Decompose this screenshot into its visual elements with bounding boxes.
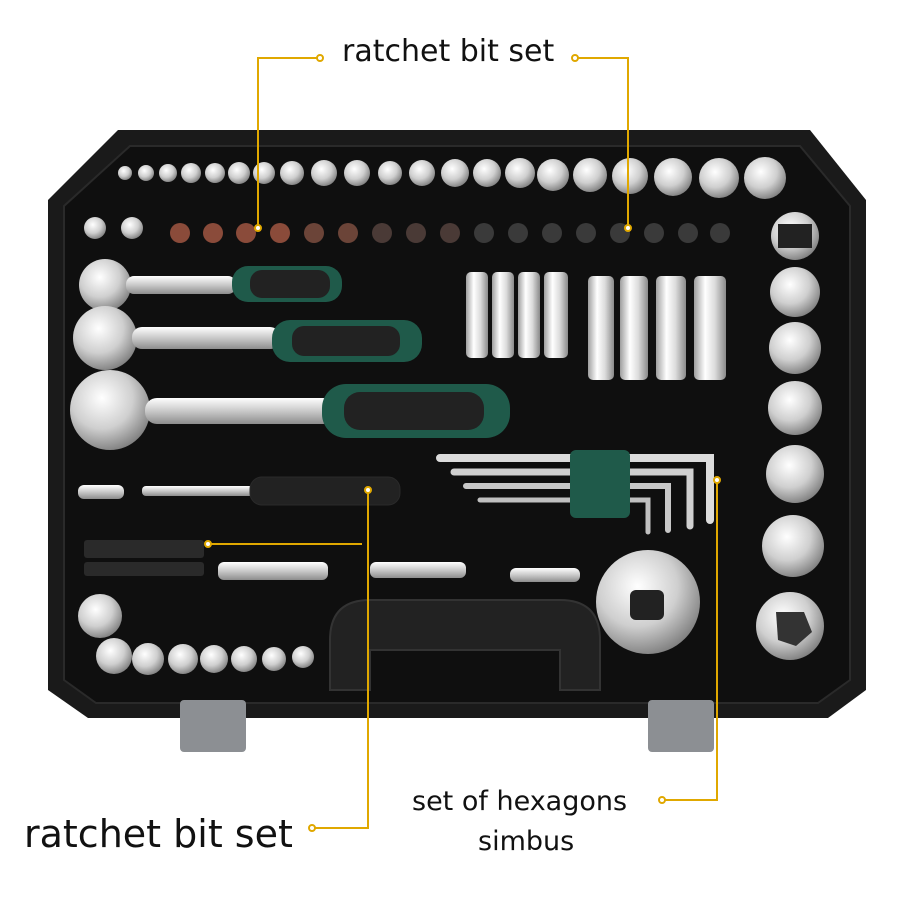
socket-column-right xyxy=(756,212,824,660)
deep-socket-set xyxy=(466,272,726,380)
oil-filter-wrench xyxy=(596,550,700,654)
ratchet-large xyxy=(70,370,510,450)
socket-row-bottom xyxy=(78,594,314,675)
callout-dots xyxy=(204,54,721,832)
callout-label-top: ratchet bit set xyxy=(342,34,555,69)
ratchet-small xyxy=(79,259,342,311)
callout-label-bottom-left: ratchet bit set xyxy=(24,812,293,856)
latch-left xyxy=(180,700,246,752)
callout-label-right-line1: set of hexagons xyxy=(412,786,628,817)
ratchet-medium xyxy=(73,306,422,370)
case-handle xyxy=(329,599,601,691)
socket-row-top xyxy=(118,157,786,199)
callout-label-right-line2: simbus xyxy=(478,826,575,857)
bit-strip xyxy=(84,540,204,576)
latch-right xyxy=(648,700,714,752)
extension-and-joints xyxy=(78,476,580,582)
hex-key-set xyxy=(436,450,714,535)
callouts xyxy=(208,57,718,829)
socket-row-bit xyxy=(84,217,730,243)
